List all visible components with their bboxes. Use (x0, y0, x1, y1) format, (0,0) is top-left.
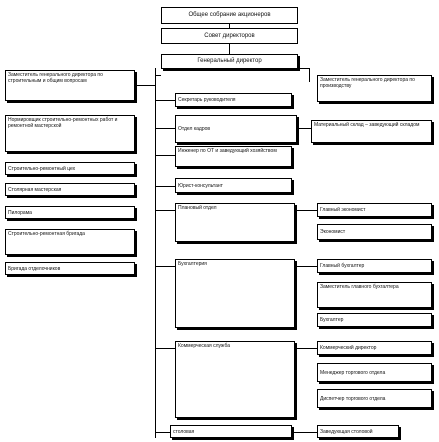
connector (155, 432, 170, 433)
box-finishing-brigade: Бригада отделочников (5, 262, 135, 275)
box-deputy-production: Заместитель генерального директора по пр… (317, 75, 432, 102)
box-carpentry-workshop: Столярная мастерская (5, 183, 135, 196)
connector (155, 210, 175, 211)
box-secretary: Секретарь руководителя (175, 93, 292, 107)
connector (155, 186, 175, 187)
connector (229, 43, 230, 54)
box-legal-consultant: Юрист-консультант (175, 178, 292, 193)
box-repair-brigade: Строительно-ремонтная бригада (5, 229, 135, 255)
connector (295, 348, 317, 349)
box-commercial-director: Коммерческий директор (317, 341, 432, 355)
box-chief-economist: Главный экономист (317, 203, 432, 217)
box-accountant: Бухгалтер (317, 313, 432, 327)
box-repair-norm-setter: Нормировщик строительно-ремонтных работ … (5, 115, 135, 152)
box-material-warehouse: Материальный склад – заведующий складом (311, 120, 432, 143)
box-trade-manager: Менеджер торгового отдела (317, 363, 432, 382)
connector (299, 68, 309, 69)
connector (297, 128, 311, 129)
connector (229, 23, 230, 28)
box-accounting: Бухгалтерия (175, 259, 295, 328)
connector (309, 68, 310, 82)
connector (155, 75, 161, 76)
box-planning-department: Плановый отдел (175, 203, 295, 242)
box-deputy-construction: Заместитель генерального директора по ст… (5, 70, 135, 101)
box-commercial-service: Коммерческая служба (175, 341, 295, 418)
box-trade-dispatcher: Диспетчер торгового отдела (317, 389, 432, 408)
box-canteen-head: Заведующая столовой (317, 425, 399, 438)
connector (295, 210, 317, 211)
connector (155, 348, 175, 349)
connector (155, 266, 175, 267)
box-board-of-directors: Совет директоров (161, 28, 298, 44)
connector (135, 85, 155, 86)
connector (155, 155, 175, 156)
box-deputy-chief-accountant: Заместитель главного бухгалтера (317, 282, 432, 308)
box-general-director: Генеральный директор (161, 54, 298, 69)
box-repair-shop: Строительно-ремонтный цех (5, 162, 135, 175)
box-safety-engineer: Инженер по ОТ и заведующий хозяйством (175, 146, 292, 167)
box-economist: Экономист (317, 224, 432, 240)
box-canteen: столовая (170, 425, 292, 438)
connector (292, 432, 318, 433)
connector (155, 68, 156, 438)
connector (155, 100, 175, 101)
connector (295, 266, 317, 267)
box-sawmill: Пилорама (5, 206, 135, 219)
connector (155, 128, 175, 129)
box-shareholders-meeting: Общее собрание акционеров (161, 7, 298, 24)
box-hr-department: Отдел кадров (175, 115, 297, 143)
box-chief-accountant: Главный бухгалтер (317, 259, 432, 273)
